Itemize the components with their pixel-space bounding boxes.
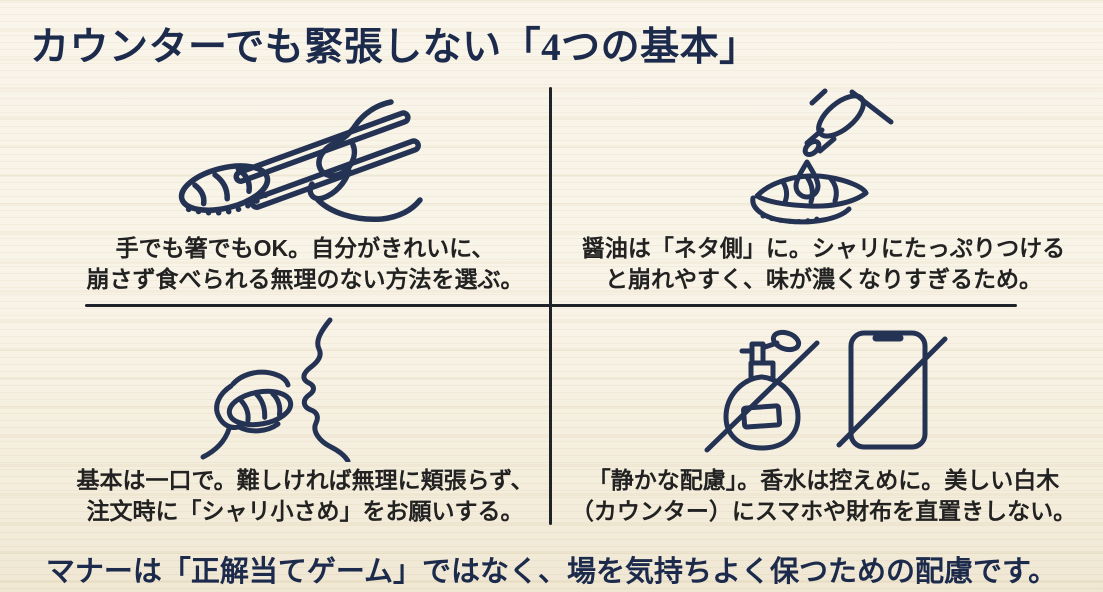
- chopsticks-hand-sushi-icon: [155, 82, 455, 233]
- quadrant-one-bite: 基本は一口で。難しければ無理に頬張らず、 注文時に「シャリ小さめ」をお願いする。: [60, 310, 550, 532]
- quadrant-caption: 醤油は「ネタ側」に。シャリにたっぷりつける と崩れやすく、味が濃くなりすぎるため…: [582, 233, 1065, 300]
- footer-message: マナーは「正解当てゲーム」ではなく、場を気持ちよく保つための配慮です。: [45, 556, 1058, 588]
- caption-line: 醤油は「ネタ側」に。シャリにたっぷりつける: [581, 235, 1066, 262]
- horizontal-divider: [85, 304, 1017, 307]
- quadrant-quiet-consideration: 「静かな配慮」。香水は控えめに。美しい白木 （カウンター）にスマホや財布を直置き…: [562, 310, 1085, 532]
- caption-line: 「静かな配慮」。香水は控えめに。美しい白木: [587, 467, 1060, 494]
- quadrant-eating-method: 手でも箸でもOK。自分がきれいに、 崩さず食べられる無理のない方法を選ぶ。: [60, 82, 550, 300]
- quadrant-caption: 手でも箸でもOK。自分がきれいに、 崩さず食べられる無理のない方法を選ぶ。: [87, 233, 524, 300]
- quadrant-caption: 基本は一口で。難しければ無理に頬張らず、 注文時に「シャリ小さめ」をお願いする。: [76, 465, 533, 532]
- no-perfume-no-smartphone-icon: [699, 310, 949, 465]
- caption-line: と崩れやすく、味が濃くなりすぎるため。: [604, 265, 1042, 292]
- soy-sauce-drip-sushi-icon: [719, 82, 929, 233]
- one-bite-eating-icon: [180, 310, 430, 465]
- caption-line: 手でも箸でもOK。自分がきれいに、: [115, 235, 495, 262]
- page-title: カウンターでも緊張しない「4つの基本」: [30, 26, 759, 69]
- caption-line: 基本は一口で。難しければ無理に頬張らず、: [76, 467, 534, 494]
- caption-line: （カウンター）にスマホや財布を直置きしない。: [570, 497, 1077, 524]
- caption-line: 崩さず食べられる無理のない方法を選ぶ。: [86, 265, 524, 292]
- quadrant-caption: 「静かな配慮」。香水は控えめに。美しい白木 （カウンター）にスマホや財布を直置き…: [571, 465, 1076, 532]
- quadrant-soy-sauce: 醤油は「ネタ側」に。シャリにたっぷりつける と崩れやすく、味が濃くなりすぎるため…: [562, 82, 1085, 300]
- caption-line: 注文時に「シャリ小さめ」をお願いする。: [86, 497, 524, 524]
